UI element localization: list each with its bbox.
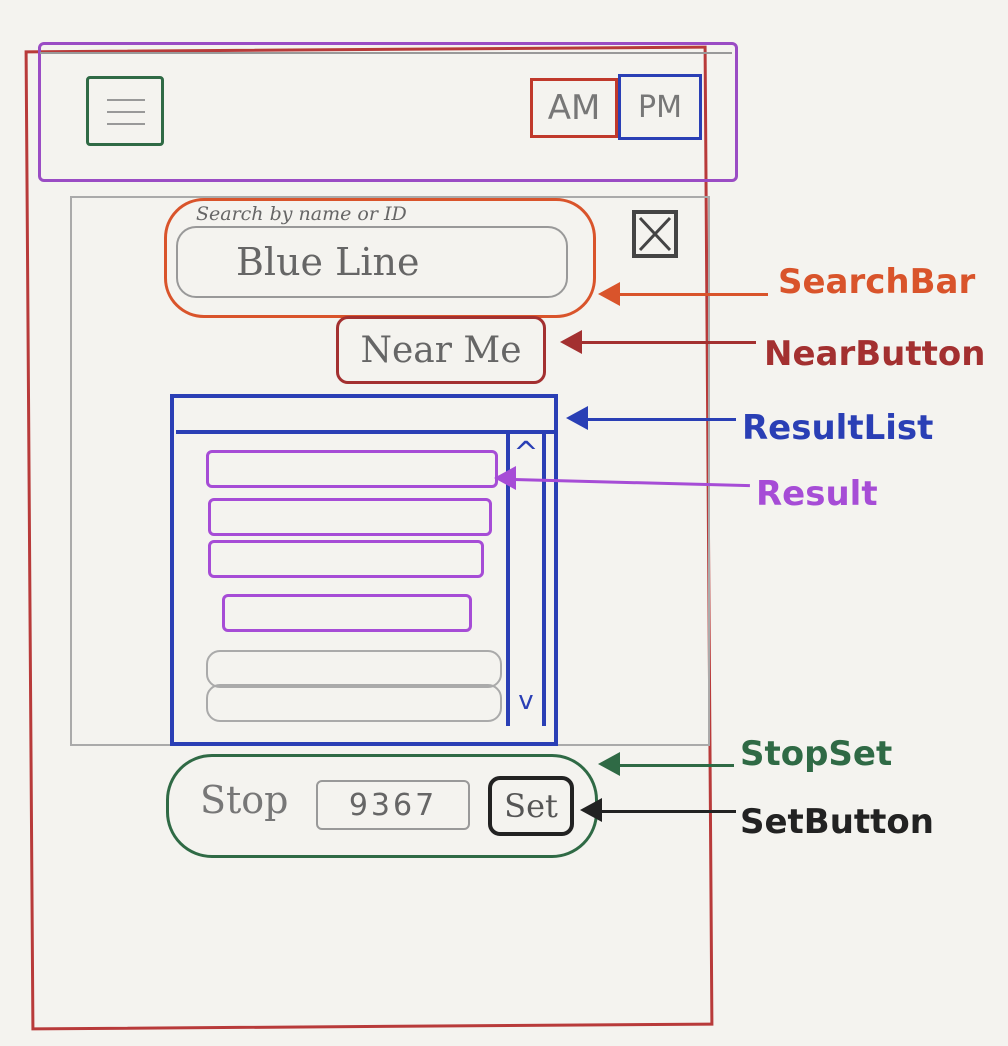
- stop-label: Stop: [200, 778, 289, 822]
- close-box-icon[interactable]: [632, 210, 678, 258]
- result-list-arrow: [566, 406, 588, 430]
- annotation-result-list: ResultList: [742, 408, 934, 448]
- set-button-arrow: [580, 798, 602, 822]
- annotation-search-bar: SearchBar: [778, 262, 976, 302]
- result-item-empty: [206, 650, 502, 688]
- annotation-result: Result: [756, 474, 878, 514]
- stop-set-arrow: [598, 752, 620, 776]
- result-item[interactable]: [222, 594, 472, 632]
- header-bar: [38, 42, 738, 182]
- am-toggle-button[interactable]: AM: [530, 78, 618, 138]
- result-list-scrollbar[interactable]: [506, 430, 546, 726]
- stop-number-input[interactable]: 9367: [316, 780, 470, 830]
- near-me-button[interactable]: Near Me: [336, 316, 546, 384]
- search-bar-arrow: [598, 282, 620, 306]
- near-button-leader: [580, 341, 756, 344]
- near-button-arrow: [560, 330, 582, 354]
- scroll-down-icon[interactable]: v: [518, 686, 534, 716]
- annotation-set-button: SetButton: [740, 802, 934, 842]
- result-arrow: [494, 466, 516, 490]
- result-item[interactable]: [206, 450, 498, 488]
- scroll-up-icon[interactable]: ^: [513, 435, 539, 471]
- header-divider: [40, 52, 732, 54]
- stop-set-leader: [618, 764, 734, 767]
- set-button[interactable]: Set: [488, 776, 574, 836]
- result-item-empty: [206, 684, 502, 722]
- search-bar-leader: [618, 293, 768, 296]
- annotation-stop-set: StopSet: [740, 734, 893, 774]
- result-list: [170, 394, 558, 746]
- result-item[interactable]: [208, 498, 492, 536]
- result-list-header: [176, 430, 556, 434]
- result-item[interactable]: [208, 540, 484, 578]
- annotation-near-button: NearButton: [764, 334, 986, 374]
- hamburger-menu-icon[interactable]: [86, 76, 164, 146]
- pm-toggle-button[interactable]: PM: [618, 74, 702, 140]
- set-button-leader: [600, 810, 736, 813]
- result-list-leader: [586, 418, 736, 421]
- search-hint: Search by name or ID: [196, 203, 407, 225]
- search-input[interactable]: Blue Line: [176, 226, 568, 298]
